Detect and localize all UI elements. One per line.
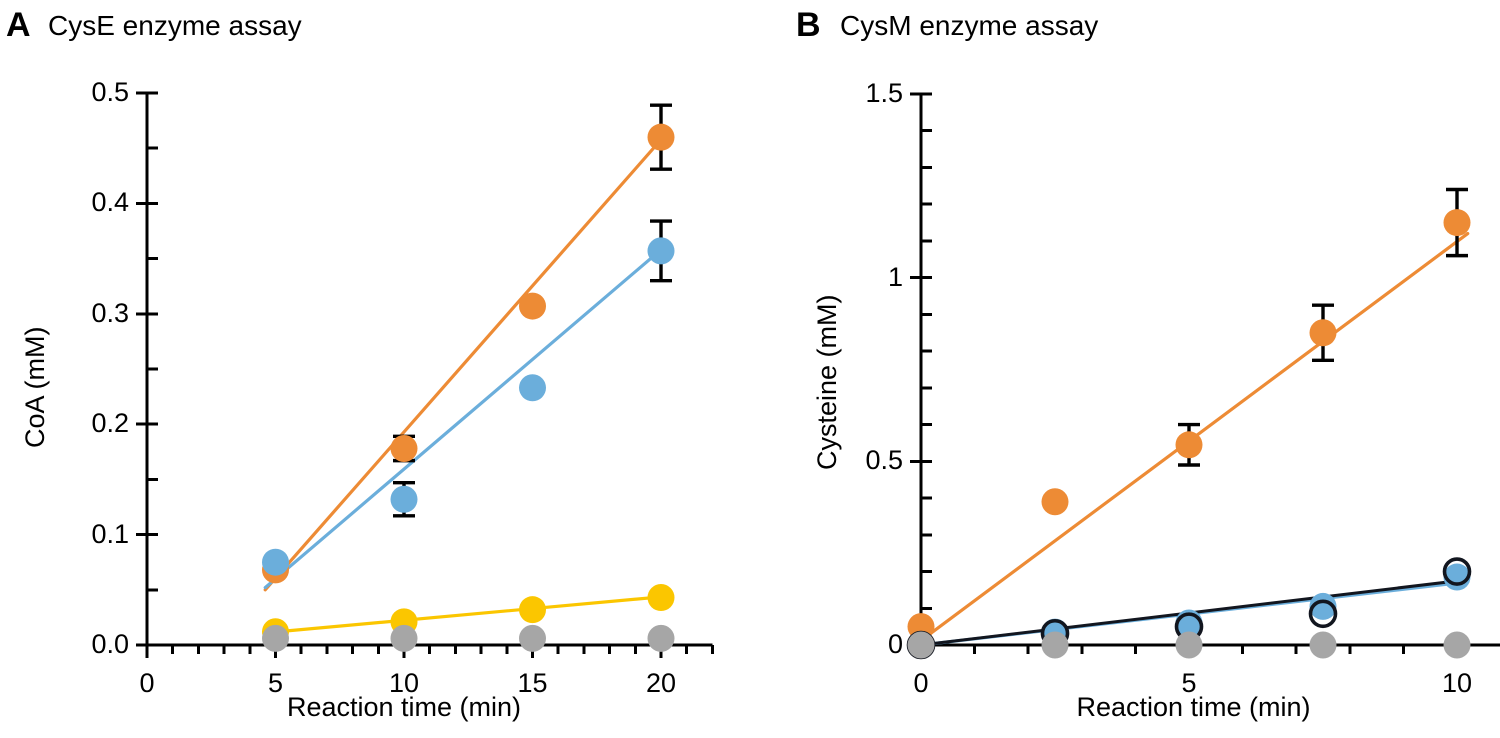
y-tick-label: 0.5	[865, 445, 903, 476]
data-point-blue	[647, 237, 675, 265]
data-point-gray	[647, 624, 675, 652]
panel-a-plot	[136, 91, 714, 658]
data-point-orange	[519, 292, 546, 320]
data-point-blue	[390, 485, 418, 513]
data-point-gray	[907, 631, 935, 659]
data-point-gray	[262, 624, 289, 652]
data-point-gray	[519, 624, 546, 652]
y-tick-label: 1.5	[865, 78, 903, 108]
x-tick-label: 15	[517, 668, 548, 698]
data-point-gray	[390, 624, 418, 652]
panel-a-letter: A	[6, 6, 31, 44]
fit-line-orange	[263, 132, 668, 592]
panel-a-xaxis-title: Reaction time (min)	[286, 692, 522, 722]
panel-a: A CysE enzyme assay Reaction time (min) …	[6, 6, 714, 722]
data-point-orange	[1309, 319, 1337, 347]
y-tick-label: 0.2	[91, 408, 129, 439]
data-point-gray	[1175, 631, 1203, 659]
y-tick-label: 0.1	[91, 518, 129, 549]
y-tick-label: 0.3	[91, 297, 129, 328]
data-point-yellow	[647, 584, 675, 612]
fit-line-yellow	[263, 594, 668, 635]
panel-b-yaxis-title: Cysteine (mM)	[812, 294, 842, 470]
x-tick-label: 20	[645, 668, 677, 698]
y-tick-label: 0.5	[91, 77, 129, 107]
data-point-gray	[1443, 631, 1471, 659]
fit-line-blue	[263, 243, 668, 590]
data-point-gray	[1309, 631, 1337, 659]
y-tick-label: 0.0	[91, 629, 129, 659]
x-tick-label: 10	[1441, 668, 1473, 698]
x-tick-label: 10	[388, 668, 420, 698]
data-point-orange	[1041, 488, 1069, 516]
data-point-blue	[262, 548, 289, 576]
y-tick-label: 1	[887, 261, 903, 292]
data-point-black-open	[1308, 599, 1338, 629]
x-tick-label: 0	[139, 668, 155, 698]
data-point-orange	[1443, 209, 1471, 237]
data-point-black-open	[1442, 557, 1472, 586]
panel-b: B CysM enzyme assay Reaction time (min) …	[790, 0, 1500, 738]
y-tick-label: 0.4	[91, 187, 129, 218]
x-tick-label: 5	[267, 668, 284, 698]
panel-b-xaxis-title: Reaction time (min)	[1076, 692, 1311, 722]
panel-b-plot	[906, 92, 1500, 660]
data-point-orange	[647, 123, 675, 151]
y-tick-label: 0	[887, 629, 903, 659]
panel-b-title: CysM enzyme assay	[840, 10, 1099, 41]
panel-a-title: CysE enzyme assay	[48, 10, 302, 41]
data-point-blue	[1309, 592, 1337, 620]
data-point-orange	[390, 434, 418, 462]
data-point-orange	[1175, 431, 1203, 459]
data-point-gray	[1041, 631, 1069, 659]
data-point-yellow	[519, 596, 546, 624]
panel-b-letter: B	[796, 6, 821, 44]
x-tick-label: 0	[913, 668, 929, 698]
data-point-blue	[519, 374, 546, 402]
x-tick-label: 5	[1181, 668, 1197, 698]
